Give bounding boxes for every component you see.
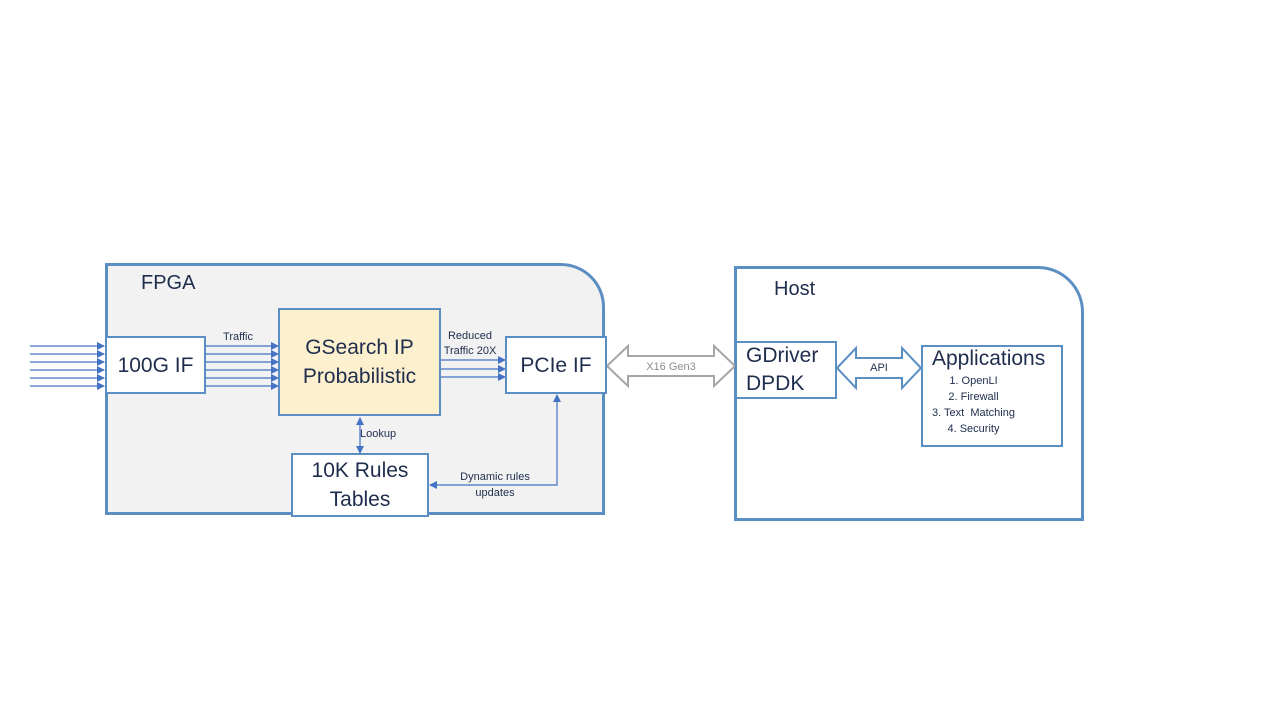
dynamic-rules-label-line2: updates	[475, 487, 515, 499]
traffic-label: Traffic	[223, 331, 253, 343]
gsearch-ip-block: GSearch IP Probabilistic	[278, 308, 441, 416]
application-item: 1. OpenLI	[949, 375, 998, 387]
applications-title: Applications	[932, 347, 1046, 370]
gdriver-line2: DPDK	[746, 372, 805, 395]
application-item: 4. Security	[947, 423, 1000, 435]
x16-gen3-label: X16 Gen3	[646, 361, 696, 373]
application-item: 3. Text Matching	[932, 407, 1015, 419]
applications-list: 1. OpenLI 2. Firewall 3. Text Matching 4…	[932, 373, 1015, 437]
application-item: 2. Firewall	[948, 391, 999, 403]
reduced-traffic-label-line1: Reduced	[447, 330, 493, 342]
fpga-title: FPGA	[141, 272, 196, 294]
rules-line2: Tables	[329, 488, 391, 511]
pcie-if-block: PCIe IF	[505, 336, 607, 394]
dynamic-rules-label-line1: Dynamic rules	[460, 471, 530, 483]
lookup-label: Lookup	[360, 428, 397, 440]
input-traffic-arrows	[30, 342, 105, 390]
dynamic-rules-arrow	[429, 394, 561, 489]
applications-block: Applications 1. OpenLI 2. Firewall 3. Te…	[921, 345, 1063, 447]
api-label: API	[870, 362, 888, 374]
gdriver-line1: GDriver	[746, 344, 819, 367]
gsearch-line2: Probabilistic	[302, 365, 417, 388]
rules-tables-block: 10K Rules Tables	[291, 453, 429, 517]
gsearch-line1: GSearch IP	[305, 336, 414, 359]
rules-line1: 10K Rules	[311, 459, 409, 482]
host-title: Host	[774, 278, 816, 300]
traffic-arrows	[206, 342, 279, 390]
100g-if-label: 100G IF	[117, 353, 194, 377]
reduced-traffic-arrows	[441, 356, 506, 381]
reduced-traffic-label-line2: Traffic 20X	[443, 345, 497, 357]
gdriver-block: GDriver DPDK	[735, 341, 837, 399]
100g-if-block: 100G IF	[105, 336, 206, 394]
pcie-if-label: PCIe IF	[520, 353, 592, 377]
